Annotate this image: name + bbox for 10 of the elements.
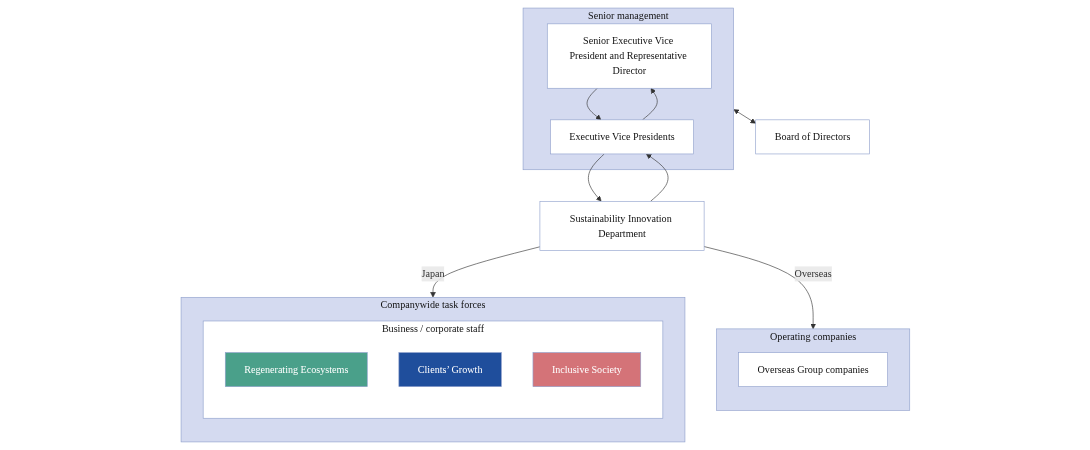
node-box: Regenerating Ecosystems bbox=[224, 352, 368, 387]
node-box: Sustainability Innovation Department bbox=[539, 201, 705, 251]
edge-label: Japan bbox=[421, 268, 445, 279]
node-box: Executive Vice Presidents bbox=[549, 119, 694, 155]
node-box: Inclusive Society bbox=[532, 352, 641, 387]
node-box: Senior Executive Vice President and Representative Director bbox=[546, 23, 712, 89]
node-box: Board of Directors bbox=[754, 119, 870, 155]
edge-label: Overseas bbox=[794, 268, 832, 279]
node-box: Overseas Group companies bbox=[737, 352, 888, 387]
node-box: Clients’ Growth bbox=[398, 352, 502, 387]
